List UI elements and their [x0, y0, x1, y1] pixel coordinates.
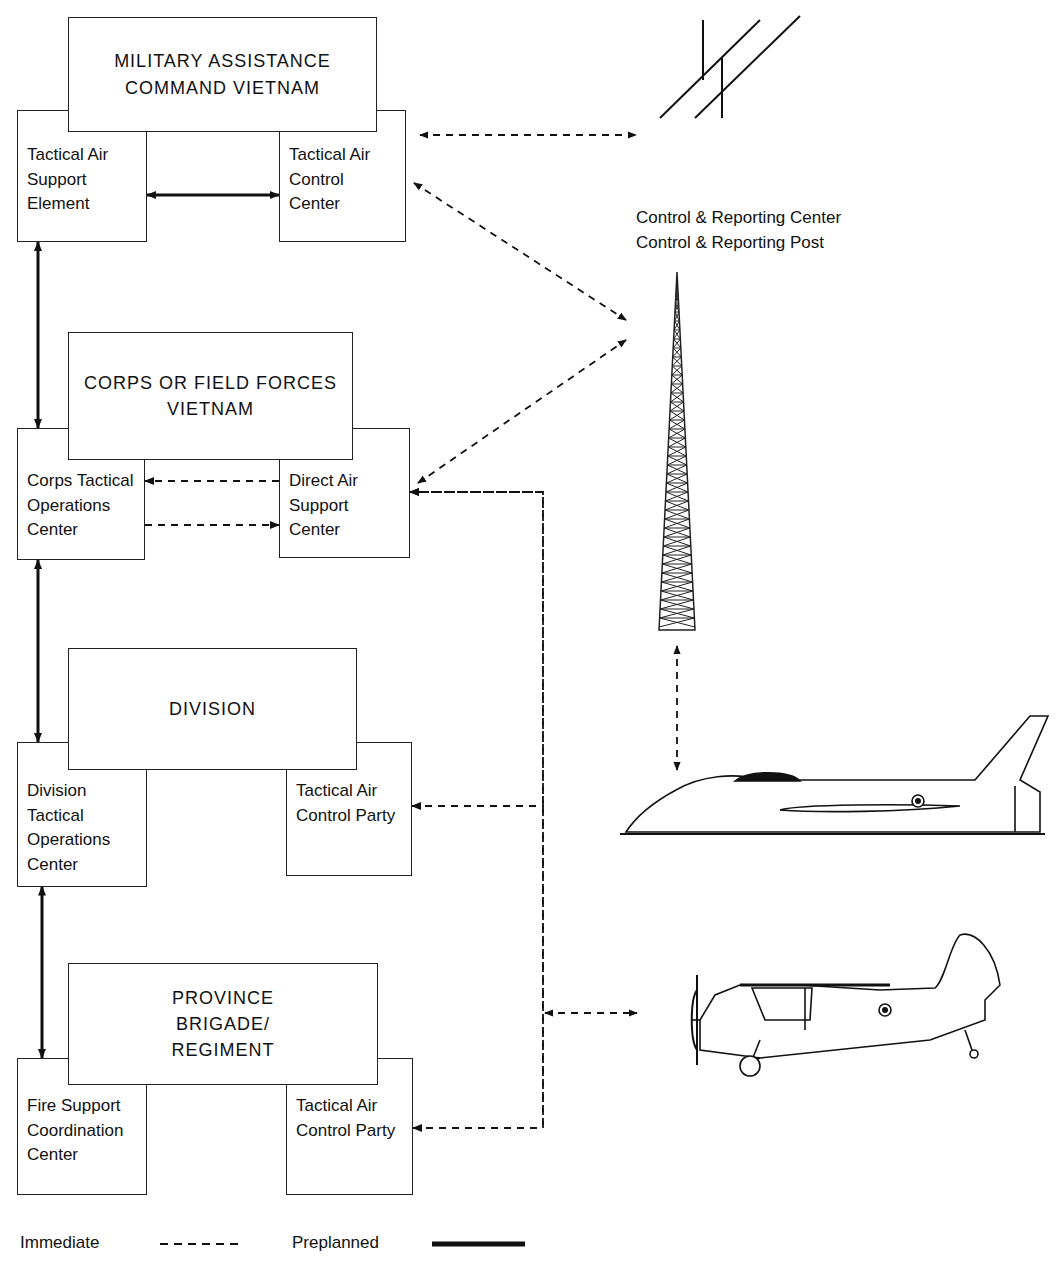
immediate-connector — [410, 492, 543, 806]
command-title: PROVINCE BRIGADE/ REGIMENT — [161, 985, 286, 1063]
radar-symbol — [660, 16, 800, 118]
preplanned-connector — [37, 242, 40, 428]
legend-solid-sample — [432, 1242, 525, 1247]
command-title: CORPS OR FIELD FORCES VIETNAM — [83, 370, 338, 422]
immediate-connector — [145, 480, 279, 482]
legend-text: Preplanned — [292, 1233, 379, 1253]
element-label: Tactical Air Control Party — [296, 1094, 406, 1143]
preplanned-connector — [147, 194, 279, 197]
observation-aircraft — [692, 934, 1000, 1076]
legend-dashed-sample — [160, 1243, 238, 1245]
preplanned-connector — [41, 887, 44, 1058]
immediate-link — [414, 135, 677, 1128]
command-title: DIVISION — [113, 696, 313, 722]
legend-text: Immediate — [20, 1233, 99, 1253]
element-label: Tactical Air Control Party — [296, 779, 405, 828]
element-label: Division Tactical Operations Center — [27, 779, 140, 878]
command-box: PROVINCE BRIGADE/ REGIMENT — [68, 963, 378, 1085]
station-label: Control & Reporting Post — [636, 233, 824, 253]
immediate-connector — [145, 524, 279, 526]
station-label: Control & Reporting Center — [636, 208, 841, 228]
element-label: Tactical Air Support Element — [27, 143, 140, 217]
command-box: MILITARY ASSISTANCE COMMAND VIETNAM — [68, 17, 377, 132]
jet-aircraft — [620, 716, 1048, 834]
preplanned-connector — [37, 560, 40, 742]
element-label: Tactical Air Control Center — [289, 143, 399, 217]
element-label: Direct Air Support Center — [289, 469, 403, 543]
command-box: DIVISION — [68, 648, 357, 770]
radio-tower — [659, 272, 695, 630]
command-title: MILITARY ASSISTANCE COMMAND VIETNAM — [92, 48, 354, 100]
immediate-connector — [410, 492, 543, 1128]
element-label: Corps Tactical Operations Center — [27, 469, 138, 543]
element-label: Fire Support Coordination Center — [27, 1094, 140, 1168]
command-box: CORPS OR FIELD FORCES VIETNAM — [68, 332, 353, 460]
